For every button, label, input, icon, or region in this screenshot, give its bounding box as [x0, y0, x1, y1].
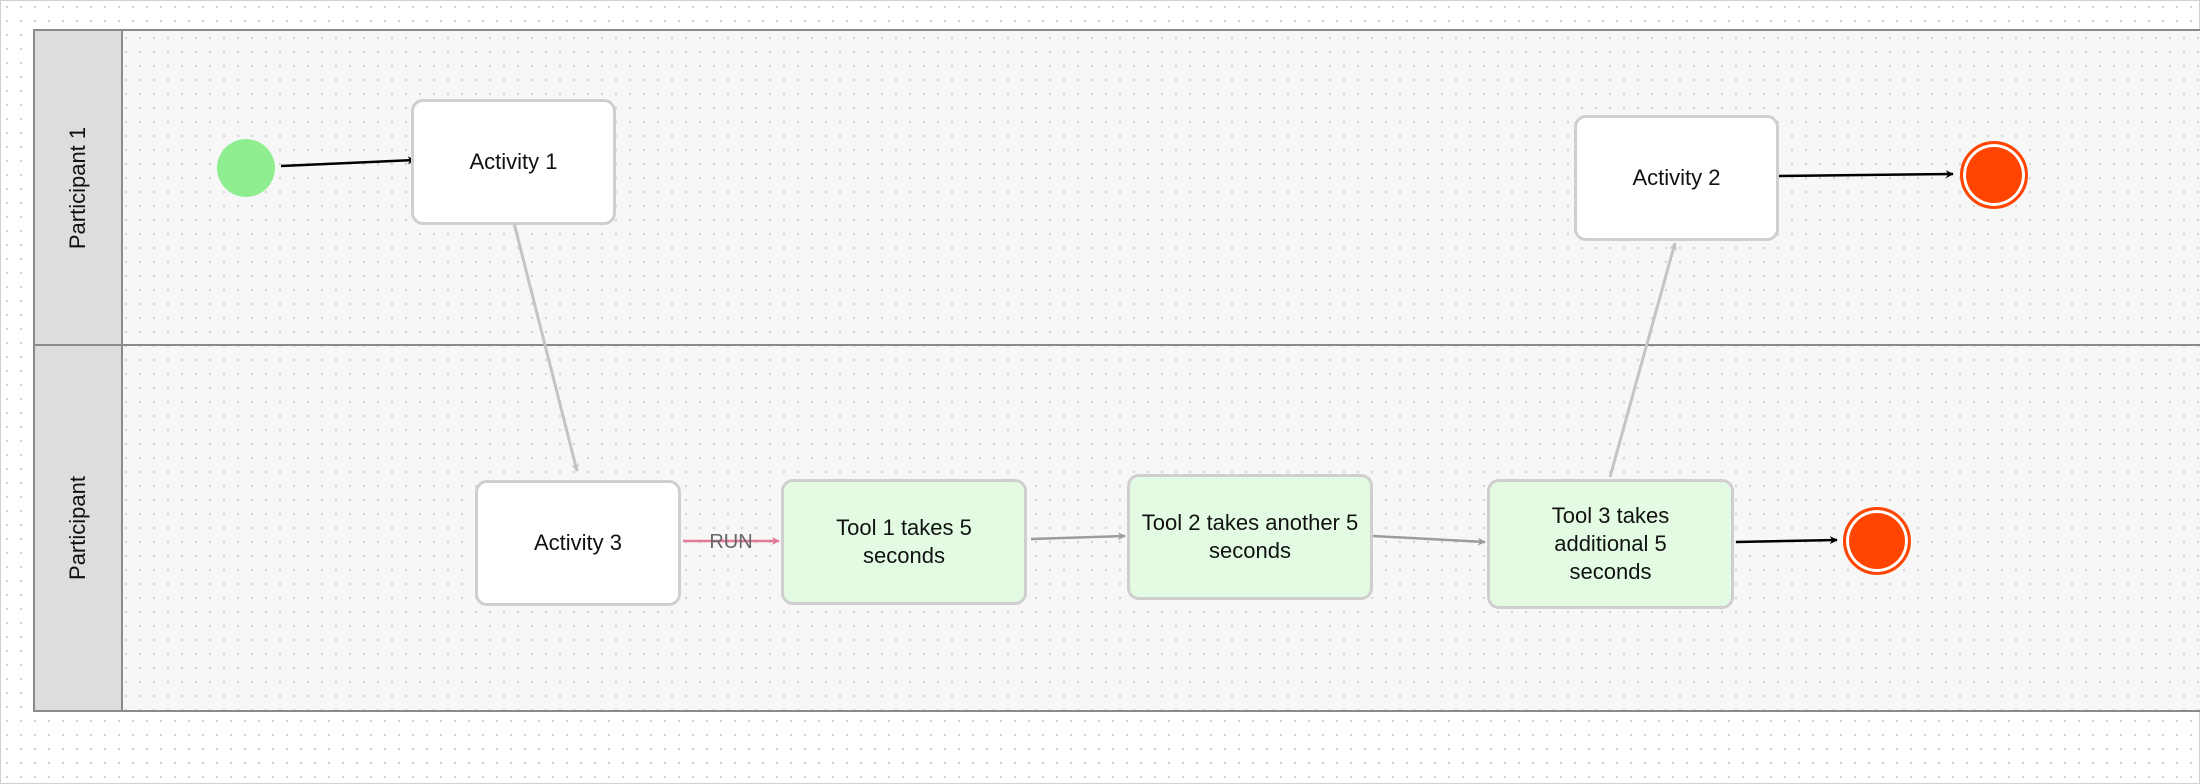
node-label: Activity 3	[533, 530, 623, 555]
end-event-participant[interactable]	[1843, 507, 1911, 575]
run-edge-label: RUN	[709, 531, 752, 553]
activity-1-node[interactable]: Activity 1	[411, 99, 616, 225]
edge-tool-1-to-tool-2[interactable]	[1030, 532, 1126, 541]
edge-tool-2-to-tool-3[interactable]	[1372, 534, 1486, 546]
edge-activity-2-to-end[interactable]	[1778, 170, 1954, 179]
node-label: Tool 2 takes another 5 seconds	[1141, 510, 1359, 563]
node-label: Tool 1 takes 5 seconds	[836, 515, 972, 568]
activity-2-node[interactable]: Activity 2	[1574, 115, 1779, 241]
edge-start-to-activity-1[interactable]	[280, 156, 416, 168]
edge-tool-3-to-activity-2[interactable]	[1608, 242, 1677, 478]
pool[interactable]	[33, 29, 2200, 712]
edge-activity-1-to-activity-3[interactable]	[512, 222, 580, 472]
tool-3-node[interactable]: Tool 3 takes additional 5 seconds	[1487, 479, 1734, 609]
tool-2-node[interactable]: Tool 2 takes another 5 seconds	[1127, 474, 1373, 600]
node-label: Tool 3 takes additional 5 seconds	[1551, 503, 1670, 584]
start-event[interactable]	[217, 139, 275, 197]
lane-divider	[121, 344, 2200, 346]
activity-3-node[interactable]: Activity 3	[475, 480, 681, 606]
node-label: Activity 1	[469, 149, 558, 174]
edge-tool-3-to-end[interactable]	[1735, 536, 1838, 545]
end-event-participant-1[interactable]	[1960, 141, 2028, 209]
node-label: Activity 2	[1632, 165, 1721, 190]
lane-header-participant[interactable]: Participant	[33, 344, 123, 712]
tool-1-node[interactable]: Tool 1 takes 5 seconds	[781, 479, 1027, 605]
